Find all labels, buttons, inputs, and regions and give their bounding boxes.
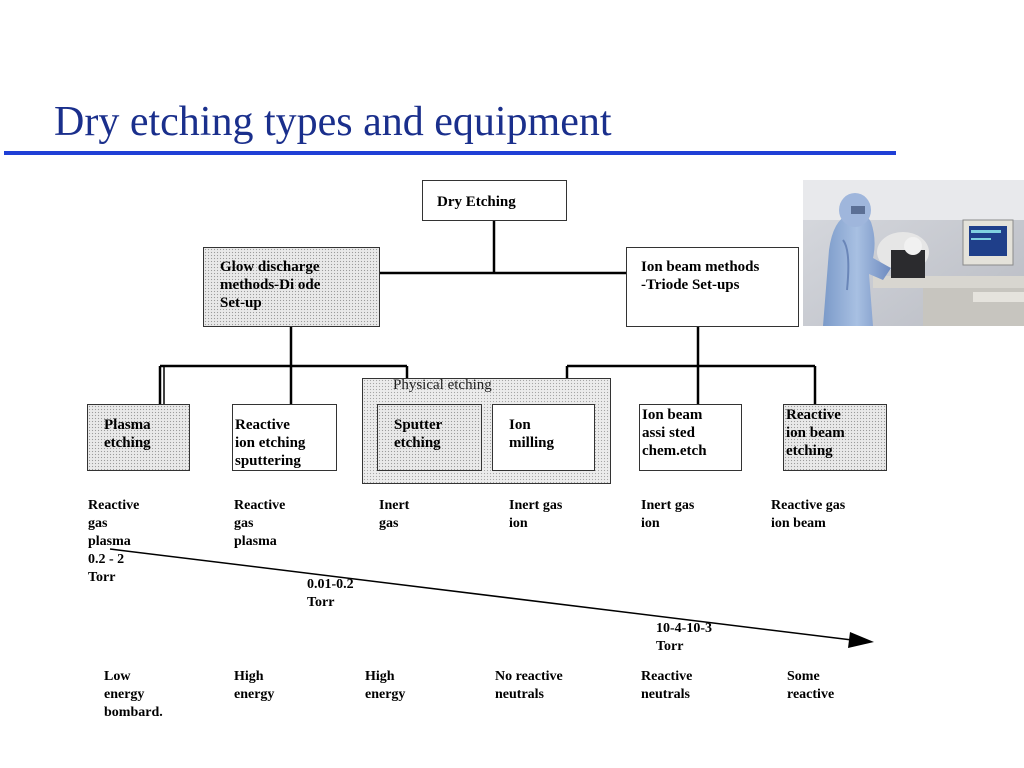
glow-discharge-node: Glow discharge methods-Di ode Set-up bbox=[203, 247, 380, 327]
energy-sputter: High energy bbox=[365, 669, 406, 702]
gas-sputter: Inert gas bbox=[379, 498, 410, 531]
physical-etching-label: Physical etching bbox=[393, 377, 492, 393]
energy-plasma: Low energy bombard. bbox=[104, 669, 163, 720]
energy-ibace: Reactive neutrals bbox=[641, 669, 693, 702]
dry-etching-node: Dry Etching bbox=[422, 180, 567, 221]
energy-milling: No reactive neutrals bbox=[495, 669, 563, 702]
gas-ibace: Inert gas ion bbox=[641, 498, 695, 531]
pressure-label-mid: 0.01-0.2 Torr bbox=[307, 577, 354, 610]
pressure-label-high: 0.2 - 2 Torr bbox=[88, 552, 125, 585]
pressure-label-low: 10-4-10-3 Torr bbox=[656, 621, 712, 654]
gas-milling: Inert gas ion bbox=[509, 498, 563, 531]
slide-title: Dry etching types and equipment bbox=[54, 99, 612, 145]
gas-plasma: Reactive gas plasma bbox=[88, 498, 140, 549]
gas-rie: Reactive gas plasma bbox=[234, 498, 286, 549]
energy-rie: High energy bbox=[234, 669, 275, 702]
plasma-etching-node: Plasma etching bbox=[87, 404, 190, 471]
ion-beam-assisted-node: Ion beam assi sted chem.etch bbox=[639, 404, 742, 471]
equipment-photo bbox=[803, 180, 1024, 326]
title-underline bbox=[4, 151, 896, 155]
sputter-etching-node: Sputter etching bbox=[377, 404, 482, 471]
energy-ribe: Some reactive bbox=[787, 669, 835, 702]
ion-milling-node: Ion milling bbox=[492, 404, 595, 471]
reactive-ion-etching-node: Reactive ion etching sputtering bbox=[232, 404, 337, 471]
ion-beam-methods-node: Ion beam methods -Triode Set-ups bbox=[626, 247, 799, 327]
gas-ribe: Reactive gas ion beam bbox=[771, 498, 846, 531]
reactive-ion-beam-node: Reactive ion beam etching bbox=[783, 404, 887, 471]
